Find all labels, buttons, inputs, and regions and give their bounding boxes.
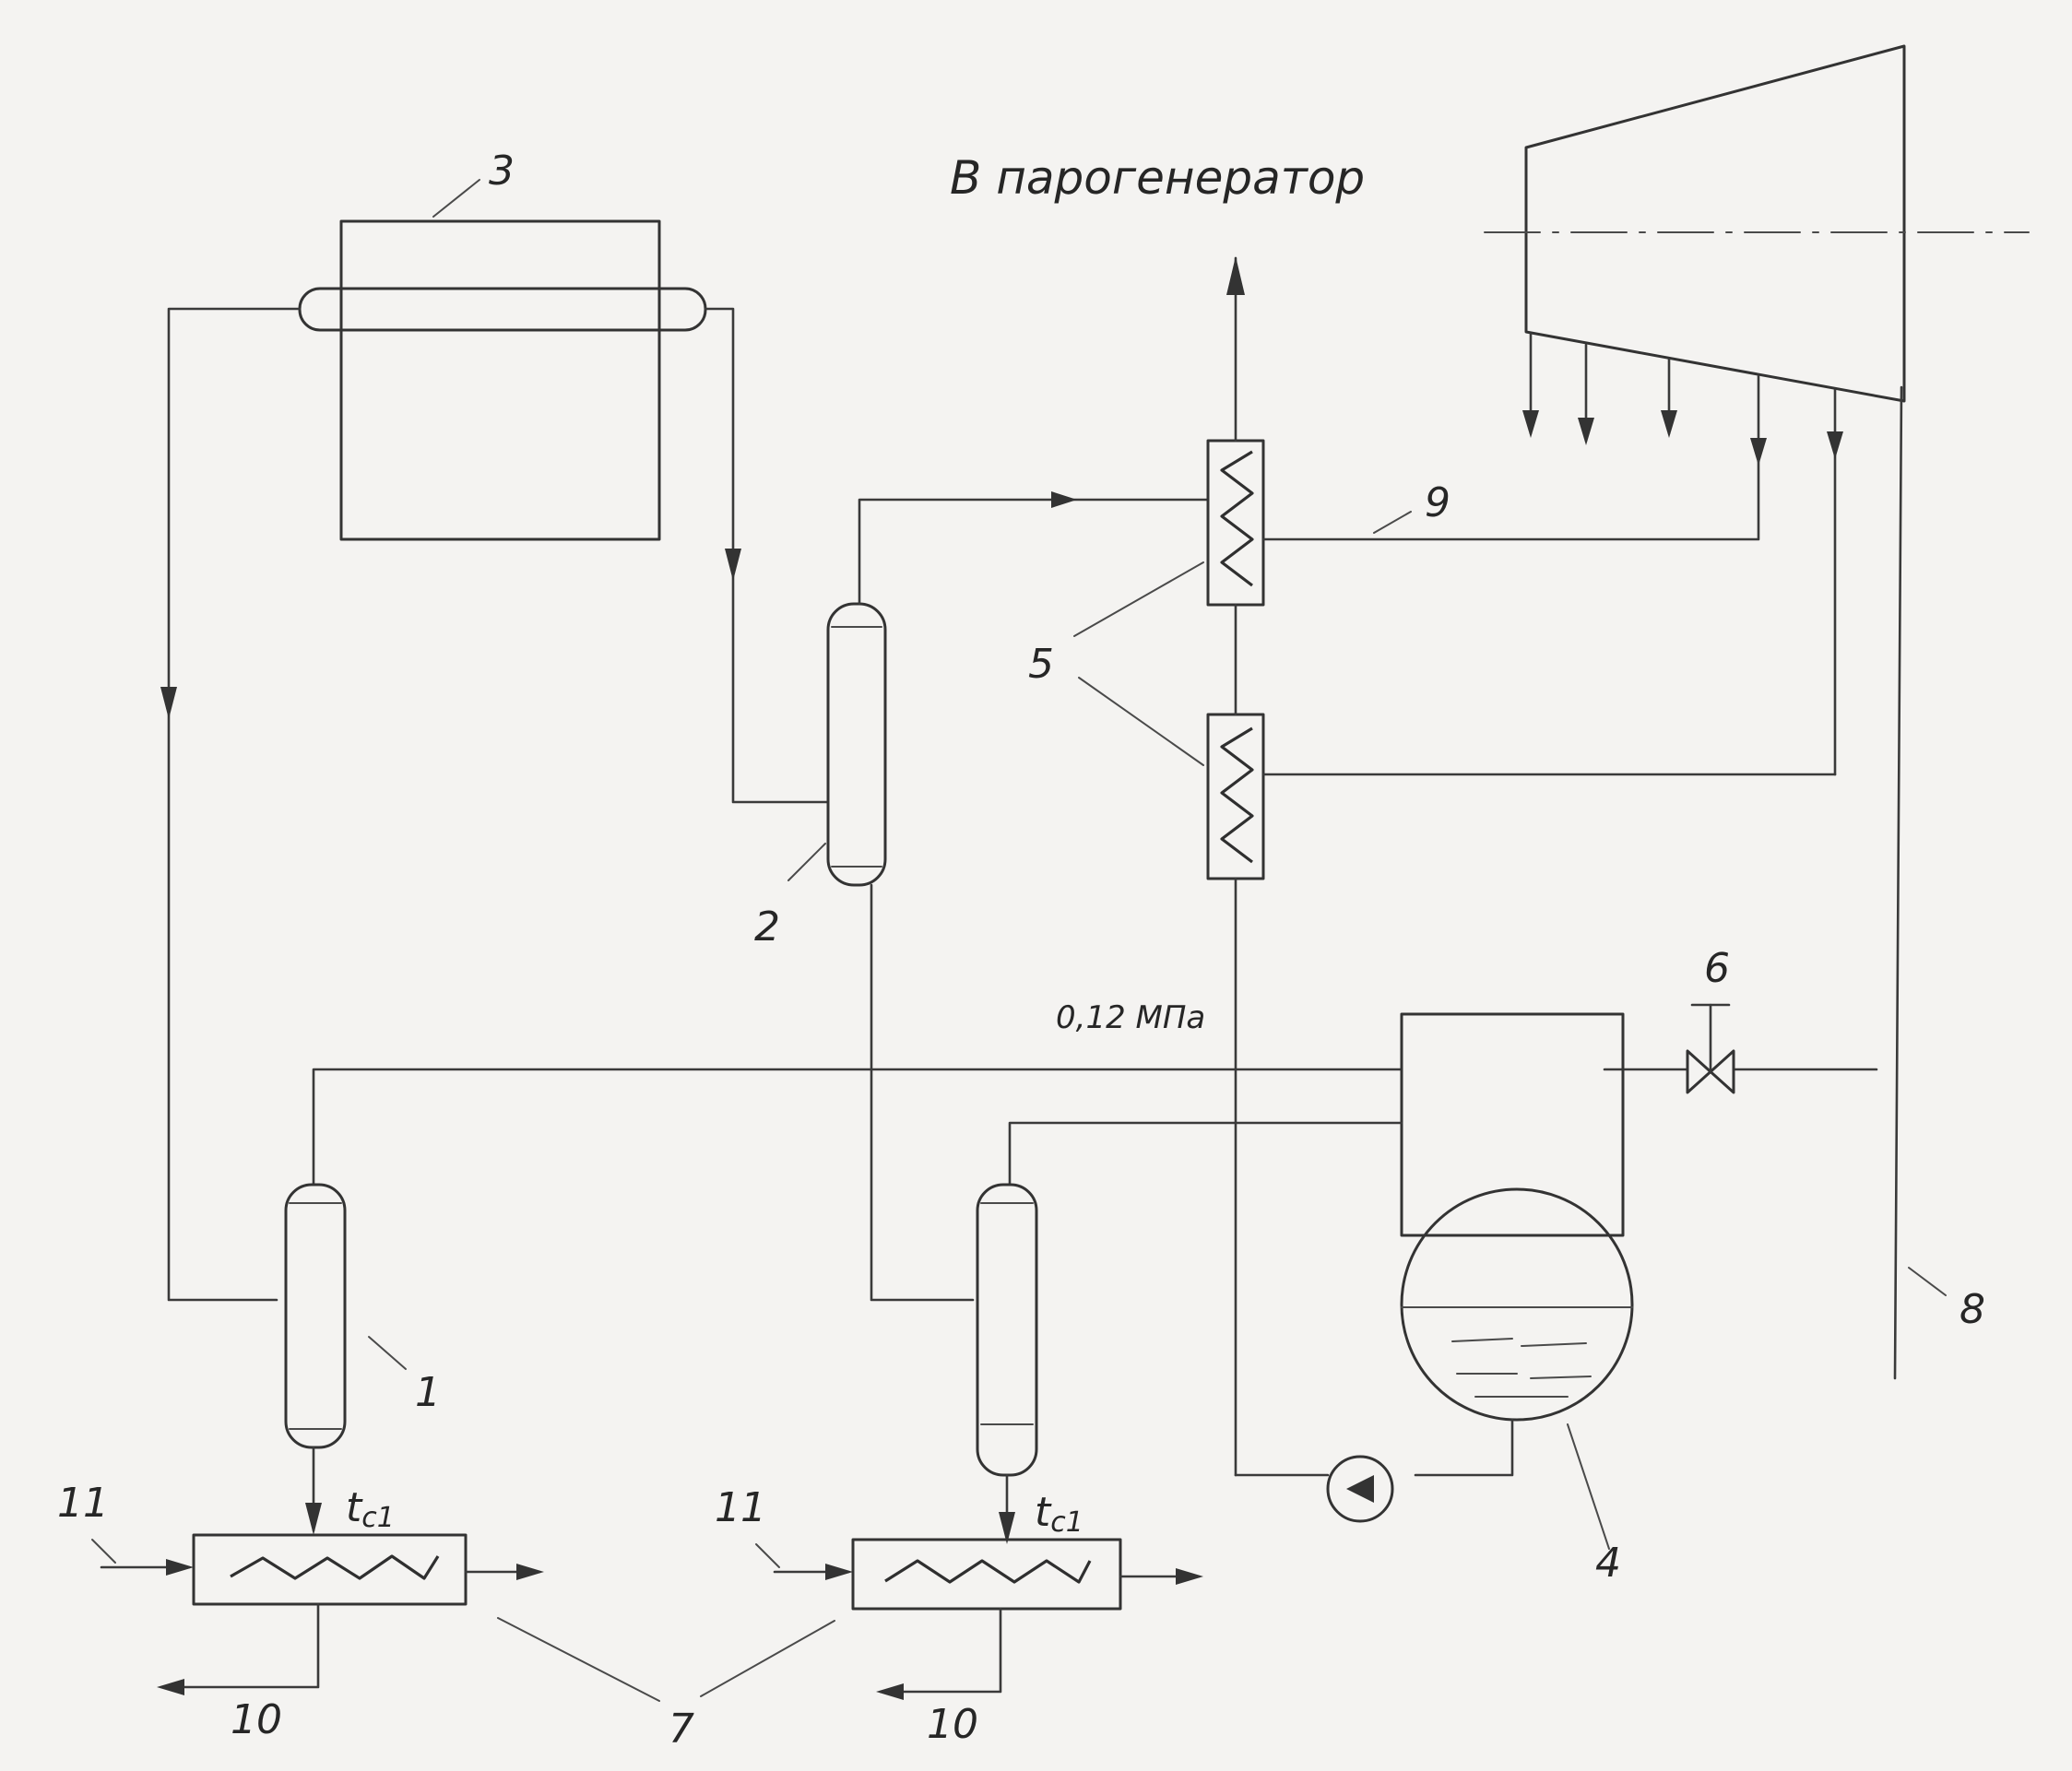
label-10-left: 10	[231, 1696, 282, 1743]
label-8: 8	[1960, 1286, 1985, 1333]
separator-2	[787, 602, 887, 887]
separator-1b	[976, 1183, 1038, 1477]
feed-pump	[1326, 1455, 1394, 1523]
label-11-right: 11	[715, 1484, 766, 1531]
label-7: 7	[669, 1706, 694, 1753]
unit-3-heat-exchanger	[298, 179, 707, 541]
label-t-c1-left: tc1	[346, 1484, 395, 1534]
label-5: 5	[1028, 641, 1054, 688]
cooler-7-right	[851, 1538, 1122, 1611]
separator-1	[284, 1183, 407, 1449]
title-label: В парогенератор	[950, 151, 1365, 205]
label-3: 3	[489, 148, 515, 195]
heater-5-upper	[1206, 439, 1265, 607]
label-9: 9	[1425, 479, 1450, 526]
label-10-right: 10	[927, 1701, 978, 1748]
heater-5-lower	[1206, 713, 1265, 880]
valve-6	[1686, 1003, 1735, 1094]
pressure-label: 0,12 МПа	[1056, 999, 1205, 1036]
turbine	[1484, 44, 2030, 1380]
label-4: 4	[1595, 1540, 1621, 1587]
label-t-c1-right: tc1	[1035, 1489, 1083, 1539]
label-1: 1	[415, 1369, 441, 1416]
label-2: 2	[754, 903, 780, 950]
label-6: 6	[1704, 945, 1730, 992]
deaerator-4	[1400, 1012, 1634, 1550]
label-11-left: 11	[57, 1480, 109, 1527]
cooler-7-left	[192, 1533, 468, 1606]
